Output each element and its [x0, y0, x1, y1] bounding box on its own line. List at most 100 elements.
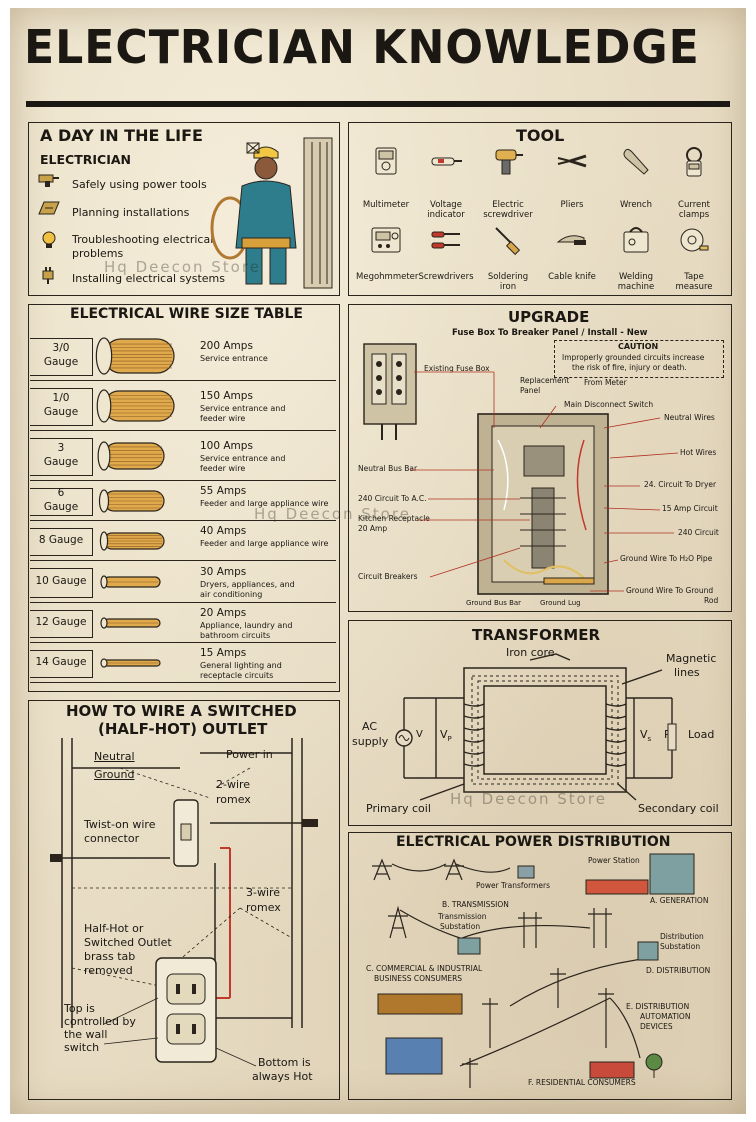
wire-conductor-icon — [94, 337, 184, 375]
three-wire-label: 3-wire — [246, 886, 281, 899]
label-kitchen: Kitchen Receptacle — [358, 514, 430, 523]
upgrade-panel — [348, 304, 732, 612]
vs-label: Vs — [640, 728, 652, 744]
fuse-box-drawing — [362, 342, 418, 442]
wrench-icon — [620, 146, 652, 178]
electric-screwdriver-icon — [492, 146, 524, 178]
tool-label: Screwdrivers — [418, 272, 474, 282]
screwdrivers-icon — [430, 224, 462, 256]
tool-label: Pliers — [560, 200, 584, 210]
gauge-label: 3 — [57, 442, 65, 454]
blueprint-icon — [38, 200, 60, 216]
label-main-disconnect: Main Disconnect Switch — [564, 400, 654, 409]
wire-desc: Service entrance and — [200, 404, 286, 413]
gauge-label: 12 Gauge — [35, 616, 87, 628]
amps-label: 100 Amps — [200, 440, 253, 452]
upgrade-title: UPGRADE — [508, 308, 590, 326]
wire-row-divider — [30, 520, 336, 522]
watermark-1: Hq Deecon Store — [104, 258, 261, 276]
label-neutral-wires: Neutral Wires — [664, 413, 715, 422]
tool-label-line2: clamps — [678, 210, 710, 220]
label-rod: Rod — [704, 596, 719, 605]
breaker-panel-drawing — [474, 410, 614, 598]
wire-row-divider — [30, 380, 336, 382]
distribution-substation-2: Substation — [660, 942, 701, 951]
label-ground-lug: Ground Lug — [540, 599, 581, 607]
day-item-1: Safely using power tools — [72, 178, 207, 191]
label-ground-rod: Ground Wire To Ground — [626, 586, 714, 595]
amps-label: 150 Amps — [200, 390, 253, 402]
day-item-2: Planning installations — [72, 206, 190, 219]
wire-table-title: ELECTRICAL WIRE SIZE TABLE — [70, 306, 303, 322]
gauge-box — [30, 438, 93, 476]
distribution-d-label: D. DISTRIBUTION — [646, 966, 711, 975]
wire-row-divider — [30, 560, 336, 562]
gauge-label-line2: Gauge — [43, 406, 79, 418]
label-neutral-bus-bar: Neutral Bus Bar — [358, 464, 418, 473]
wire-desc-line2: bathroom circuits — [200, 631, 271, 640]
twist-label-2: connector — [84, 832, 140, 845]
label-replacement: Replacement — [520, 376, 570, 385]
wire-row-divider — [30, 480, 336, 482]
wire-desc: General lighting and — [200, 661, 282, 670]
caution-text-1: Improperly grounded circuits increase — [562, 353, 705, 362]
label-240-circuit: 240 Circuit — [678, 528, 719, 537]
half-hot-label-4: removed — [84, 964, 133, 977]
day-title: A DAY IN THE LIFE — [40, 126, 203, 145]
gauge-label-line2: Gauge — [43, 356, 79, 368]
vp-label: VP — [440, 728, 452, 744]
tool-label: Cable knife — [548, 272, 596, 282]
automation-label-1: E. DISTRIBUTION — [626, 1002, 690, 1011]
label-circuit-breakers: Circuit Breakers — [358, 572, 418, 581]
top-label-3: the wall — [64, 1028, 108, 1041]
wire-conductor-icon — [94, 389, 184, 423]
tool-label-line2: measure — [675, 282, 713, 292]
gauge-label: 10 Gauge — [35, 575, 87, 587]
amps-label: 15 Amps — [200, 647, 247, 659]
watermark-3: Hq Deecon Store — [450, 790, 607, 808]
ac-label: AC — [362, 720, 378, 733]
wire-desc: Dryers, appliances, and — [200, 580, 295, 589]
wire-row-divider — [30, 642, 336, 644]
caution-box — [554, 340, 724, 378]
automation-label-2: AUTOMATION — [640, 1012, 691, 1021]
wire-desc: Feeder and large appliance wire — [200, 539, 329, 548]
amps-label: 55 Amps — [200, 485, 247, 497]
tool-title: TOOL — [516, 126, 565, 145]
caution-title: CAUTION — [618, 342, 659, 351]
outlet-wiring-diagram — [50, 738, 318, 1067]
tool-label: Multimeter — [362, 200, 410, 210]
tool-label-line2: machine — [617, 282, 655, 292]
caution-text-2: the risk of fire, injury or death. — [572, 363, 687, 372]
outlet-title-1: HOW TO WIRE A SWITCHED — [66, 702, 297, 720]
outlet-panel — [28, 700, 340, 1100]
transmission-sub-1: Transmission — [438, 912, 487, 921]
tape-measure-icon — [678, 224, 710, 256]
amps-label: 200 Amps — [200, 340, 253, 352]
tool-label: Current — [678, 200, 710, 210]
cable-knife-icon — [556, 224, 588, 256]
two-wire-label: 2-wire — [216, 778, 251, 791]
gauge-label-line2: Gauge — [43, 501, 79, 513]
top-label-1: Top is — [64, 1002, 95, 1015]
label-ground-bus-bar: Ground Bus Bar — [466, 599, 522, 607]
iron-core-label: Iron core — [506, 646, 555, 659]
power-tool-icon — [38, 172, 60, 188]
gauge-label: 6 — [57, 487, 65, 499]
label-from-meter: From Meter — [584, 378, 627, 387]
label-ground-h2o: Ground Wire To H₂O Pipe — [620, 554, 713, 563]
gauge-box — [30, 650, 93, 678]
tool-label-line2: iron — [499, 282, 517, 292]
gauge-label: 1/0 — [52, 392, 70, 404]
automation-label-3: DEVICES — [640, 1022, 673, 1031]
amps-label: 20 Amps — [200, 607, 247, 619]
voltage-indicator-icon — [430, 146, 462, 178]
v-label: V — [416, 729, 423, 740]
twist-label-1: Twist-on wire — [84, 818, 156, 831]
tool-label: Soldering — [487, 272, 529, 282]
transmission-label: B. TRANSMISSION — [442, 900, 509, 909]
lines-label: lines — [674, 666, 700, 679]
commercial-label-1: C. COMMERCIAL & INDUSTRIAL — [366, 964, 483, 973]
day-item-3: Troubleshooting electrical — [72, 233, 214, 246]
plug-icon — [40, 266, 56, 284]
